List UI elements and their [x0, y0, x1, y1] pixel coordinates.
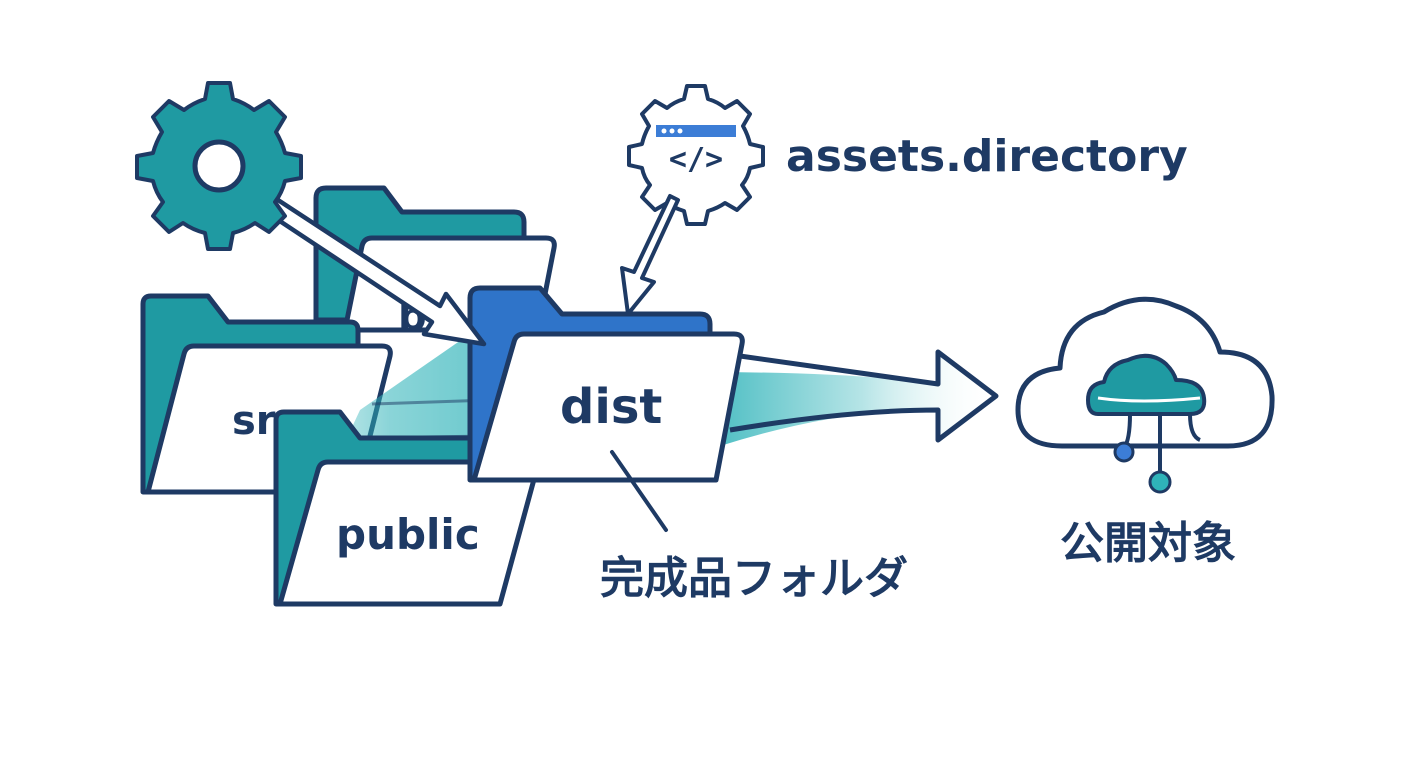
code-gear-icon: </> — [627, 84, 765, 226]
directory-arrow — [620, 194, 680, 316]
dist-folder-label: dist — [560, 379, 662, 435]
gear-icon — [135, 81, 303, 251]
config-label: assets.directory — [786, 131, 1188, 182]
dist-folder: dist — [467, 285, 745, 483]
public-folder: public — [273, 409, 539, 607]
cloud-icon — [1015, 296, 1275, 494]
public-folder-label: public — [336, 510, 480, 559]
deploy-arrow — [700, 349, 999, 446]
dist-callout-line — [610, 450, 668, 532]
dist-caption: 完成品フォルダ — [600, 553, 908, 604]
svg-text:</>: </> — [669, 142, 723, 177]
cloud-caption: 公開対象 — [1060, 518, 1236, 569]
